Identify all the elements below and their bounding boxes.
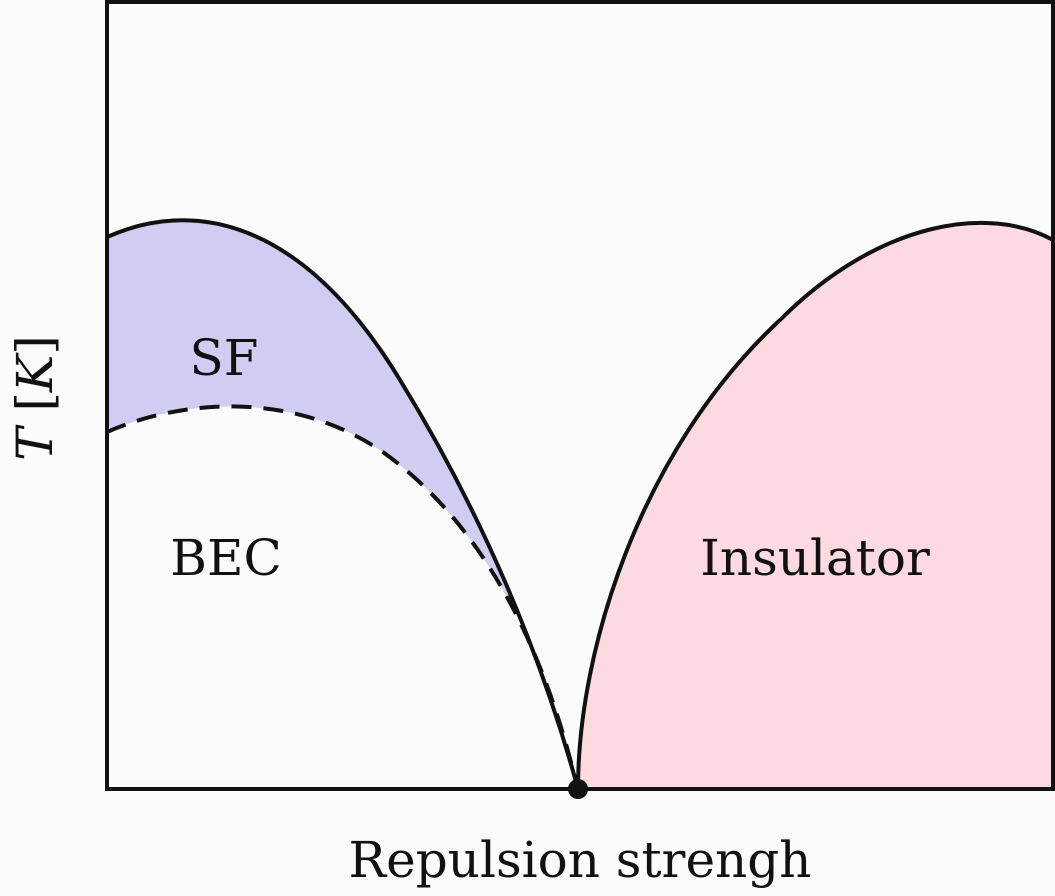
bec-label: BEC: [170, 529, 282, 587]
y-axis-label: T [K]: [6, 335, 64, 461]
insulator-label: Insulator: [700, 529, 930, 587]
critical-point-marker: [568, 779, 588, 799]
insulator-region: [578, 222, 1053, 789]
y-axis-unit: K: [6, 352, 64, 393]
insulator-boundary: [576, 220, 1054, 790]
y-axis-bracket-open: [: [6, 392, 64, 427]
superfluid-region: [107, 220, 578, 789]
sf-label: SF: [190, 329, 259, 387]
y-axis-bracket-close: ]: [6, 335, 64, 355]
x-axis-label: Repulsion strengh: [349, 831, 812, 889]
y-axis-symbol: T: [6, 424, 64, 461]
superfluid-boundary: [106, 218, 580, 790]
